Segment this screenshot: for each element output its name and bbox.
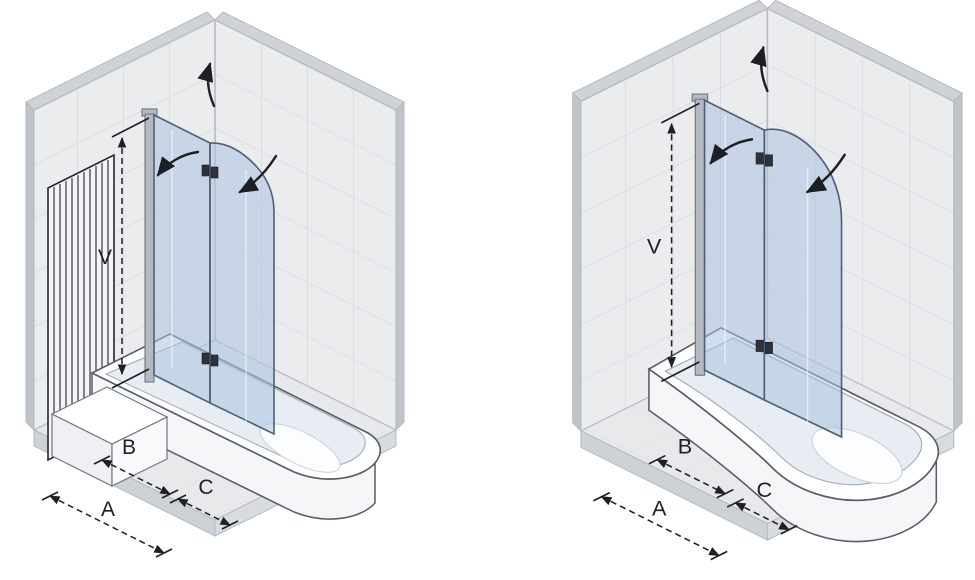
dimension-v: V (647, 102, 700, 383)
dimension-a: A (592, 491, 728, 561)
lift-arrow (197, 62, 216, 108)
right-wall-outer-face (395, 100, 405, 432)
glass-panel-folding (209, 142, 275, 436)
wall-profile (694, 98, 706, 376)
dimension-c: C (169, 476, 239, 530)
dim-label-a: A (652, 495, 667, 520)
dim-label-a: A (101, 498, 115, 521)
swing-arrow-inner (156, 150, 200, 177)
dimension-c: C (726, 477, 798, 535)
folding-glass-screen (141, 108, 275, 436)
dim-label-c: C (198, 476, 213, 499)
dim-label-b: B (122, 436, 136, 459)
lift-arrow (750, 45, 769, 93)
dim-label-v: V (98, 246, 112, 269)
hinge-bottom (755, 339, 773, 354)
dim-label-b: B (678, 434, 692, 459)
wall-profile (144, 113, 155, 383)
bathtub-floor (811, 427, 903, 485)
right-wall-outer-face (953, 91, 963, 433)
diagram-left: V B C A (25, 11, 405, 558)
dim-label-v: V (647, 234, 662, 259)
hinge-top (201, 164, 219, 179)
dim-label-c: C (756, 477, 772, 502)
swing-arrow-inner (709, 138, 754, 165)
hinge-bottom (201, 352, 219, 367)
left-wall-outer-face (572, 91, 582, 433)
dimension-b: B (93, 436, 179, 499)
glass-panel-folding (763, 128, 843, 439)
swing-arrow-outer (805, 153, 846, 194)
hinge-top (755, 152, 773, 167)
left-wall-outer-face (25, 100, 35, 432)
glass-panel-fixed (153, 113, 211, 405)
dimension-v: V (98, 117, 150, 389)
diagram-right: V B C A (571, 0, 963, 561)
dimension-b: B (648, 434, 734, 499)
swing-arrow-outer (238, 154, 278, 194)
dimension-a: A (41, 491, 173, 558)
folding-glass-screen (691, 93, 843, 439)
